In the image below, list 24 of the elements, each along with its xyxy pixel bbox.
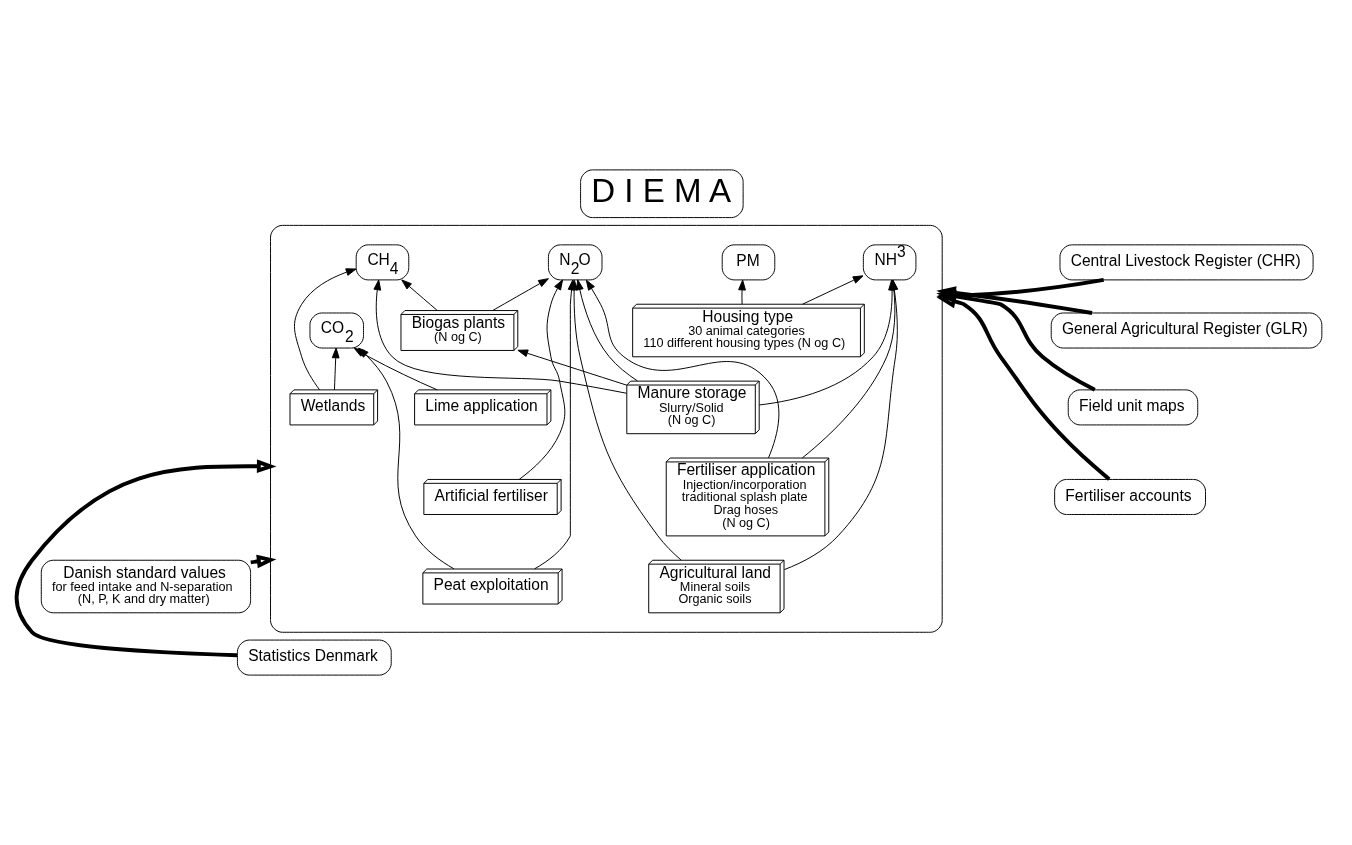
arrow (936, 294, 1111, 481)
arrow (401, 279, 438, 311)
arrow (575, 279, 638, 382)
arrow (585, 279, 780, 459)
node-box: Statistics Denmark (236, 639, 392, 676)
arrow (802, 275, 864, 305)
arrow (936, 278, 1104, 303)
arrow (738, 279, 746, 305)
node-box: Central Livestock Register (CHR) (1059, 244, 1314, 281)
arrow (518, 279, 566, 480)
arrow (517, 349, 628, 386)
node-box: Danish standard values for feed intake and N-separation (N, P, K and dry matter) (40, 559, 252, 614)
node-box: Fertiliser accounts (1054, 478, 1206, 515)
arrow (294, 268, 357, 391)
arrow (492, 278, 549, 311)
arrow (14, 459, 277, 658)
node-box: D I E M A (580, 169, 744, 219)
node-box: PM (721, 244, 776, 281)
node-box: General Agricultural Register (GLR) (1050, 312, 1323, 349)
arrow (358, 347, 455, 570)
cluster (270, 224, 943, 633)
arrow (936, 289, 1096, 392)
node-box: Field unit maps (1067, 389, 1199, 426)
arrow (331, 347, 340, 391)
